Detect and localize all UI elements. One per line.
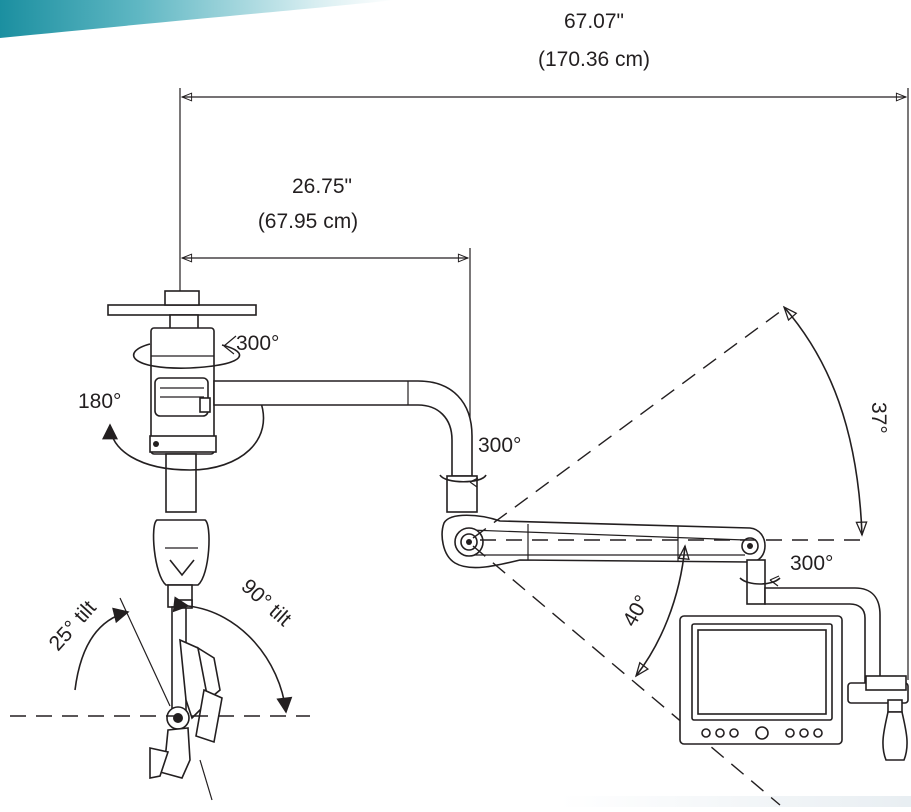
head-rotation-arc bbox=[102, 399, 265, 471]
header-banner bbox=[0, 0, 395, 38]
tilt-reference-line bbox=[119, 597, 171, 707]
tilt-90-arc bbox=[172, 596, 293, 714]
overall-dimension: 67.07" (170.36 cm) bbox=[179, 10, 909, 680]
monitor bbox=[679, 615, 843, 745]
tilt-25-arc bbox=[74, 607, 130, 691]
light-head bbox=[149, 519, 223, 801]
monitor-mount: 300° bbox=[739, 552, 909, 761]
head-rotation-label: 180° bbox=[78, 390, 121, 413]
lower-arm bbox=[441, 514, 766, 569]
arm-dimension: 26.75" (67.95 cm) bbox=[180, 175, 471, 470]
arm-vertical-arc bbox=[782, 305, 868, 537]
arm-vertical-angle-label: 37° bbox=[867, 402, 890, 434]
arm-length-cm: (67.95 cm) bbox=[258, 210, 358, 233]
ceiling-rotation-label: 300° bbox=[236, 332, 279, 355]
overall-length-inches: 67.07" bbox=[564, 10, 624, 33]
arm-joint-rotation-label: 300° bbox=[478, 434, 521, 457]
footer-band bbox=[560, 796, 911, 807]
arm-length-inches: 26.75" bbox=[292, 175, 352, 198]
arm-down-arc bbox=[634, 544, 690, 678]
ceiling-mount bbox=[107, 290, 257, 513]
upper-arm: 300° bbox=[213, 380, 521, 513]
arm-down-angle-label: 40° bbox=[618, 591, 654, 630]
tilt-25-label: 25° tilt bbox=[45, 596, 101, 655]
tilt-90-label: 90° tilt bbox=[237, 575, 296, 631]
upper-limit-line bbox=[472, 307, 786, 539]
lower-limit-line bbox=[472, 545, 781, 806]
ceiling-rotation-arc bbox=[132, 343, 241, 369]
overall-length-cm: (170.36 cm) bbox=[538, 48, 650, 71]
monitor-joint-rotation-label: 300° bbox=[790, 552, 833, 575]
ceiling-rotation-arrowhead bbox=[223, 335, 237, 355]
